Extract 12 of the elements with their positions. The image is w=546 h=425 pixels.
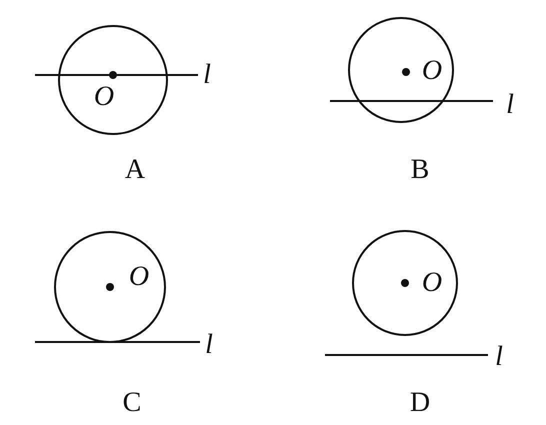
option-label: C	[122, 389, 142, 417]
option-label: A	[124, 156, 146, 184]
line-label: l	[203, 61, 211, 89]
option-label: D	[410, 389, 430, 417]
line-label: l	[495, 343, 503, 371]
point-label: O	[422, 57, 442, 85]
option-label: B	[410, 156, 430, 184]
point-label: O	[422, 269, 442, 297]
line-label: l	[205, 331, 213, 359]
point-label: O	[94, 83, 114, 111]
point-label: O	[128, 263, 150, 291]
line-label: l	[506, 91, 514, 119]
